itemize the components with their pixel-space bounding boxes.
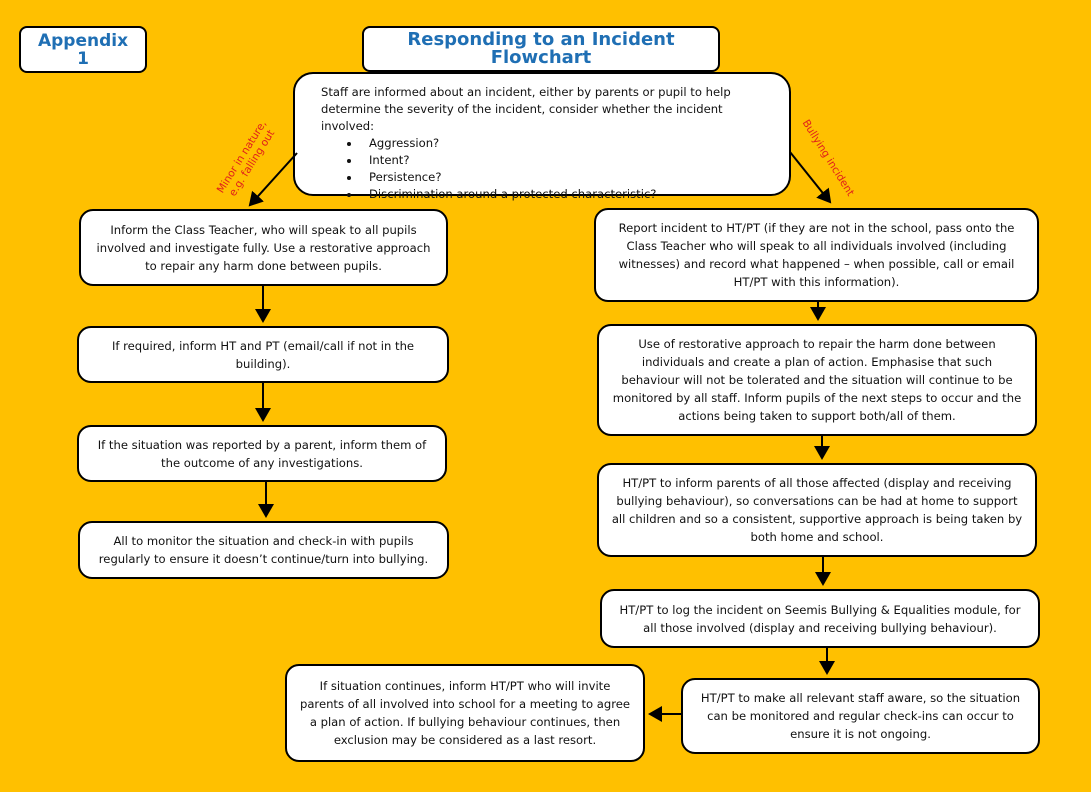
branch-label-bullying: Bullying incident	[799, 117, 857, 199]
branch-label-minor-line1: Minor in nature,	[214, 118, 270, 196]
appendix-label: Appendix 1	[19, 26, 147, 73]
page-title: Responding to an Incident Flowchart	[362, 26, 720, 72]
left-step-1: Inform the Class Teacher, who will speak…	[79, 209, 448, 286]
intro-box: Staff are informed about an incident, ei…	[293, 72, 791, 201]
intro-bullet: Discrimination around a protected charac…	[361, 186, 769, 203]
right-step-5: HT/PT to make all relevant staff aware, …	[681, 678, 1040, 754]
left-step-4: All to monitor the situation and check-i…	[78, 521, 449, 579]
right-step-1: Report incident to HT/PT (if they are no…	[594, 208, 1039, 302]
right-step-4: HT/PT to log the incident on Seemis Bull…	[600, 589, 1040, 648]
left-step-3: If the situation was reported by a paren…	[77, 425, 447, 482]
intro-text: Staff are informed about an incident, ei…	[321, 85, 731, 133]
right-step-2: Use of restorative approach to repair th…	[597, 324, 1037, 436]
branch-label-minor: Minor in nature, e.g. falling out	[208, 107, 287, 213]
right-step-3: HT/PT to inform parents of all those aff…	[597, 463, 1037, 557]
intro-bullet-list: Aggression? Intent? Persistence? Discrim…	[321, 135, 769, 203]
intro-bullet: Intent?	[361, 152, 769, 169]
left-step-2: If required, inform HT and PT (email/cal…	[77, 326, 449, 383]
intro-bullet: Aggression?	[361, 135, 769, 152]
final-step: If situation continues, inform HT/PT who…	[285, 664, 645, 762]
intro-bullet: Persistence?	[361, 169, 769, 186]
